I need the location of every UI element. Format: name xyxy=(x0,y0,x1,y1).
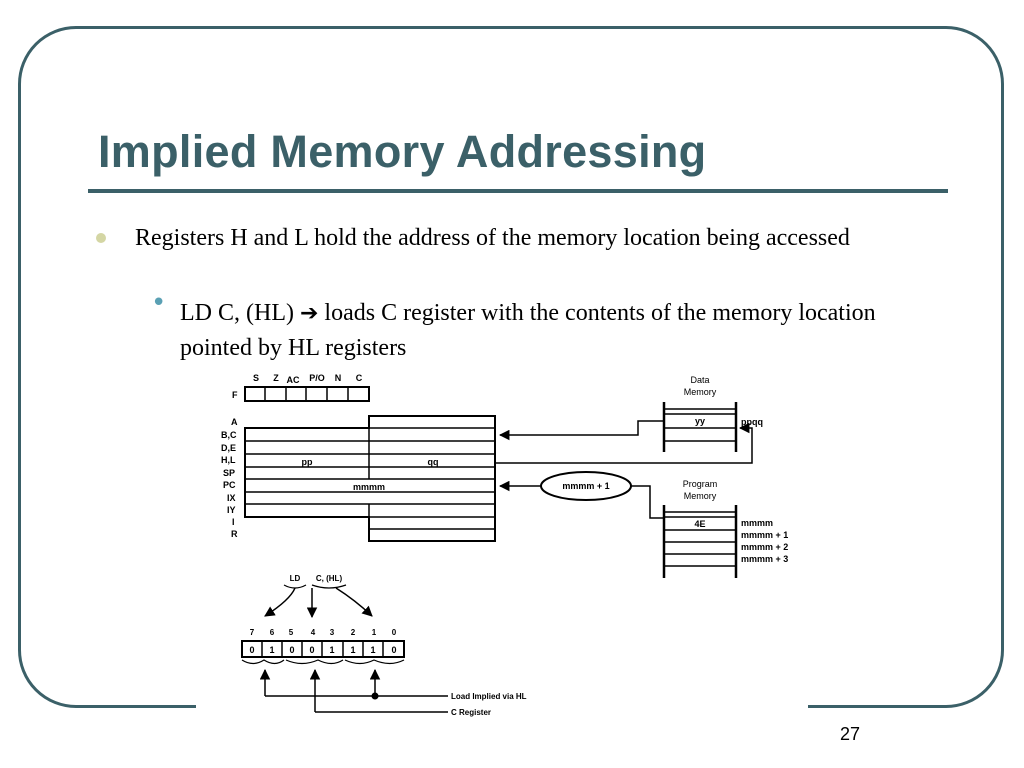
bullet-dot-icon xyxy=(96,233,106,243)
opcode-bit-3: 1 xyxy=(329,645,334,655)
register-file: A B,C D,E H,L SP PC IX IY I R pp qq mmmm xyxy=(221,415,496,542)
bit-number-0: 0 xyxy=(392,628,397,637)
opcode-encoding: LD C, (HL) 7 6 5 4 3 2 1 0 0 1 0 0 1 1 1… xyxy=(241,574,527,717)
bit-number-5: 5 xyxy=(289,628,294,637)
flag-z: Z xyxy=(273,373,279,383)
data-memory-address: ppqq xyxy=(741,417,763,427)
bit-number-4: 4 xyxy=(311,628,316,637)
opcode-bit-4: 0 xyxy=(309,645,314,655)
reg-label-ix: IX xyxy=(227,493,236,503)
data-memory-title-line2: Memory xyxy=(684,387,717,397)
program-memory-cell-value: 4E xyxy=(694,519,705,529)
data-memory-cell-value: yy xyxy=(695,416,705,426)
sub-bullet-prefix: LD C, (HL) xyxy=(180,300,300,326)
page-number: 27 xyxy=(840,724,861,744)
program-memory-title-line2: Memory xyxy=(684,491,717,501)
opcode-bit-5: 0 xyxy=(289,645,294,655)
pc-increment-oval xyxy=(540,471,632,501)
slide-title: Implied Memory Addressing xyxy=(98,126,707,177)
pc-value: mmmm xyxy=(353,482,385,492)
sub-bullet-dot-icon: • xyxy=(151,288,167,318)
reg-label-hl: H,L xyxy=(221,455,236,465)
opcode-bit-cells xyxy=(241,640,405,658)
bit-number-2: 2 xyxy=(351,628,356,637)
load-implied-label: Load Implied via HL xyxy=(451,692,527,701)
pc-increment-value: mmmm + 1 xyxy=(562,481,609,491)
reg-label-pc: PC xyxy=(223,480,236,490)
bullet-text: Registers H and L hold the address of th… xyxy=(135,225,850,251)
program-memory-address-3: mmmm + 3 xyxy=(741,554,788,564)
reg-label-r: R xyxy=(231,529,238,539)
flag-n: N xyxy=(335,373,342,383)
c-register-label: C Register xyxy=(451,708,491,717)
reg-label-iy: IY xyxy=(227,505,236,515)
program-memory: Program Memory 4E mmmm mmmm + 1 mmmm + 2… xyxy=(662,479,788,578)
bit-number-3: 3 xyxy=(330,628,335,637)
reg-label-a: A xyxy=(231,417,238,427)
arrow-right-icon: ➔ xyxy=(299,301,319,326)
sub-bullet-text: LD C, (HL) ➔ loads C register with the c… xyxy=(180,296,940,365)
reg-label-bc: B,C xyxy=(221,430,237,440)
opcode-bit-0: 0 xyxy=(391,645,396,655)
data-path-lines: mmmm + 1 xyxy=(495,420,753,519)
flag-ac: AC xyxy=(287,375,300,385)
flag-row-label: F xyxy=(232,390,238,400)
opcode-bit-6: 1 xyxy=(269,645,274,655)
reg-label-i: I xyxy=(232,517,235,527)
flag-po: P/O xyxy=(309,373,325,383)
program-memory-address-2: mmmm + 2 xyxy=(741,542,788,552)
opcode-mnemonic: LD xyxy=(290,574,301,583)
reg-label-de: D,E xyxy=(221,443,236,453)
opcode-bit-7: 0 xyxy=(249,645,254,655)
bit-number-6: 6 xyxy=(270,628,275,637)
opcode-bit-2: 1 xyxy=(350,645,355,655)
flag-s: S xyxy=(253,373,259,383)
reg-label-sp: SP xyxy=(223,468,235,478)
opcode-bit-1: 1 xyxy=(370,645,375,655)
program-memory-address-0: mmmm xyxy=(741,518,773,528)
sub-bullet-suffix: loads C register with the contents of th… xyxy=(180,300,876,361)
data-memory-title-line1: Data xyxy=(690,375,709,385)
program-memory-address-1: mmmm + 1 xyxy=(741,530,788,540)
frame-gap xyxy=(196,700,808,714)
bit-number-1: 1 xyxy=(372,628,377,637)
title-rule xyxy=(88,189,948,193)
program-memory-title-line1: Program xyxy=(683,479,718,489)
register-h-value: pp xyxy=(302,457,313,467)
data-memory: Data Memory yy ppqq xyxy=(662,375,763,452)
flag-c: C xyxy=(356,373,363,383)
bit-number-7: 7 xyxy=(250,628,255,637)
flag-register: F S Z AC P/O N C xyxy=(232,373,370,402)
register-l-value: qq xyxy=(428,457,439,467)
opcode-operand: C, (HL) xyxy=(316,574,343,583)
